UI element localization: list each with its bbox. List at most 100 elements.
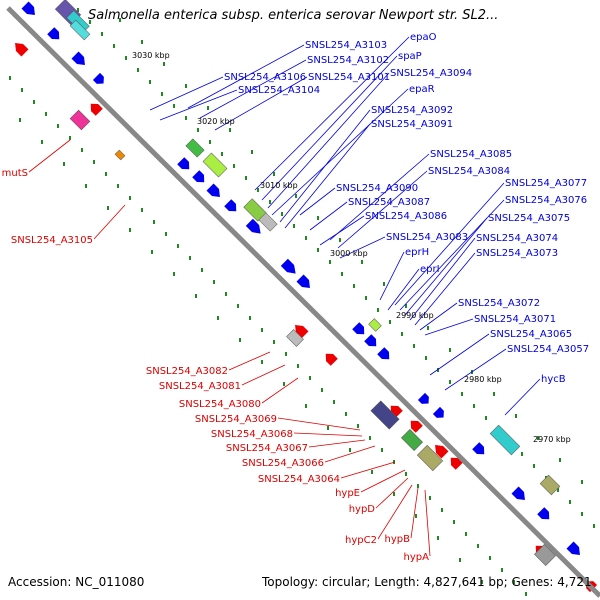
scale-tick: [273, 340, 275, 344]
scale-tick: [281, 212, 283, 216]
scale-tick: [269, 200, 271, 204]
gene-feature: [432, 406, 444, 418]
forward-gene-label: spaP: [398, 51, 422, 62]
label-leader: [284, 123, 371, 229]
scale-tick: [141, 40, 143, 44]
kbp-label: 3010 kbp: [260, 181, 298, 190]
scale-tick: [513, 580, 515, 584]
label-leader: [149, 76, 224, 111]
scale-tick: [141, 208, 143, 212]
kbp-label: 3020 kbp: [197, 117, 235, 126]
label-leader: [414, 252, 476, 326]
scale-tick: [41, 140, 43, 144]
scale-tick: [9, 76, 11, 80]
feature-block: [286, 329, 304, 347]
scale-tick: [413, 344, 415, 348]
scale-tick: [151, 250, 153, 254]
reverse-gene-label: SNSL254_A3068: [211, 429, 293, 440]
scale-tick: [317, 216, 319, 220]
forward-gene-label: SNSL254_A3057: [507, 344, 589, 355]
scale-tick: [293, 224, 295, 228]
scale-tick: [107, 206, 109, 210]
scale-tick: [377, 308, 379, 312]
forward-gene-label: epaR: [409, 84, 435, 95]
gene-feature: [417, 392, 429, 404]
scale-tick: [415, 514, 417, 518]
scale-tick: [77, 8, 79, 12]
scale-tick: [261, 328, 263, 332]
scale-tick: [383, 282, 385, 286]
feature-block: [185, 138, 205, 158]
scale-tick: [33, 100, 35, 104]
label-leader: [159, 89, 238, 121]
kbp-label: 3030 kbp: [132, 51, 170, 60]
reverse-gene-label: SNSL254_A3064: [258, 474, 340, 485]
label-leader: [279, 109, 371, 223]
reverse-gene-label: SNSL254_A3066: [242, 458, 324, 469]
forward-gene-label: SNSL254_A3073: [476, 248, 558, 259]
scale-tick: [357, 424, 359, 428]
scale-tick: [441, 508, 443, 512]
scale-tick: [461, 392, 463, 396]
forward-gene-label: SNSL254_A3091: [371, 119, 453, 130]
label-leader: [299, 187, 336, 216]
forward-gene-label: SNSL254_A3075: [488, 213, 570, 224]
label-leader: [319, 215, 365, 246]
scale-tick: [129, 196, 131, 200]
label-leader: [337, 170, 428, 249]
label-leader: [404, 217, 488, 316]
scale-tick: [401, 332, 403, 336]
label-leader: [324, 445, 376, 463]
scale-tick: [119, 18, 121, 22]
scale-tick: [459, 558, 461, 562]
label-leader: [375, 477, 409, 509]
label-leader: [409, 237, 476, 321]
scale-tick: [309, 376, 311, 380]
scale-tick: [427, 326, 429, 330]
forward-gene-label: SNSL254_A3092: [371, 105, 453, 116]
scale-tick: [537, 436, 539, 440]
forward-gene-label: SNSL254_A3104: [238, 85, 320, 96]
forward-gene-label: SNSL254_A3094: [390, 68, 472, 79]
scale-tick: [381, 448, 383, 452]
reverse-gene-label: hypE: [335, 488, 360, 499]
scale-tick: [201, 268, 203, 272]
feature-block: [202, 152, 228, 178]
scale-tick: [229, 128, 231, 132]
label-leader: [329, 153, 430, 241]
kbp-label: 2990 kbp: [396, 311, 434, 320]
gene-feature: [71, 51, 85, 65]
scale-tick: [161, 92, 163, 96]
scale-tick: [449, 348, 451, 352]
gene-feature: [410, 420, 423, 433]
scale-tick: [129, 228, 131, 232]
genome-backbone: [6, 6, 600, 598]
scale-tick: [57, 124, 59, 128]
scale-tick: [19, 118, 21, 122]
scale-tick: [437, 536, 439, 540]
gene-feature: [206, 183, 220, 197]
gene-feature: [245, 218, 261, 234]
reverse-gene-label: hypA: [404, 552, 430, 563]
kbp-label: 3000 kbp: [330, 249, 368, 258]
forward-gene-label: SNSL254_A3076: [505, 195, 587, 206]
scale-tick: [213, 280, 215, 284]
label-leader: [271, 88, 409, 216]
reverse-gene-label: hypD: [349, 504, 376, 515]
forward-gene-label: SNSL254_A3083: [386, 232, 468, 243]
scale-tick: [221, 152, 223, 156]
label-leader: [377, 484, 413, 540]
scale-tick: [173, 104, 175, 108]
scale-tick: [185, 84, 187, 88]
scale-tick: [333, 400, 335, 404]
forward-gene-label: SNSL254_A3106: [224, 72, 306, 83]
label-leader: [410, 487, 419, 539]
scale-tick: [207, 106, 209, 110]
scale-tick: [389, 320, 391, 324]
scale-tick: [345, 412, 347, 416]
scale-tick: [569, 500, 571, 504]
scale-tick: [429, 496, 431, 500]
map-title: Salmonella enterica subsp. enterica sero…: [88, 8, 499, 23]
forward-gene-label: SNSL254_A3085: [430, 149, 512, 160]
label-leader: [187, 44, 305, 109]
